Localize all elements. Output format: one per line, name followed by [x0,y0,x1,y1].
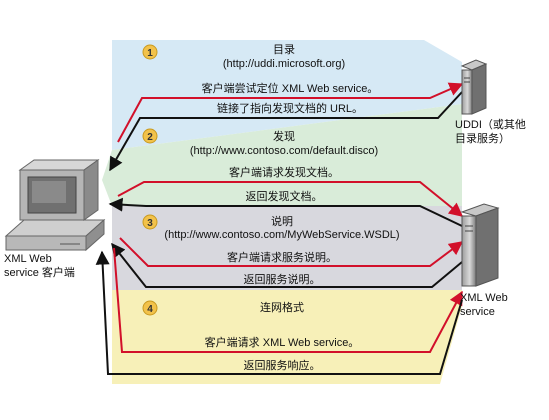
band-description [112,206,462,290]
step-badge-4: 4 [142,300,158,316]
step-badge-1: 1 [142,44,158,60]
band-discovery [102,104,462,206]
response-arrow-3 [111,242,463,288]
step-3-response: 返回服务说明。 [244,272,321,286]
step-1-url: (http://uddi.microsoft.org) [223,58,345,70]
step-3-url: (http://www.contoso.com/MyWebService.WSD… [164,229,399,241]
step-3-title: 说明 [271,214,293,228]
request-arrow-3 [119,237,464,267]
step-2-title: 发现 [273,129,295,143]
uddi-label-line2: 目录服务） [455,132,510,145]
step-badge-3: 3 [142,214,158,230]
uddi-server-icon [460,59,488,115]
uddi-label-line1: UDDI（或其他 [455,118,526,131]
step-1-request: 客户端尝试定位 XML Web service。 [202,81,379,95]
step-1-response: 链接了指向发现文档的 URL。 [217,101,363,115]
server-label-line2: service [460,306,495,318]
response-arrow-4 [95,250,463,375]
step-1-title: 目录 [273,43,295,56]
svg-text:3: 3 [147,218,153,229]
band-wire-format [112,290,462,384]
request-arrow-2 [117,181,464,217]
server-label-line1: XML Web [460,292,508,304]
svg-text:1: 1 [147,48,153,59]
client-computer-icon [4,159,106,252]
step-4-request: 客户端请求 XML Web service。 [205,335,360,349]
step-3-request: 客户端请求服务说明。 [227,250,337,264]
client-label-line2: service 客户端 [4,265,75,279]
step-2-url: (http://www.contoso.com/default.disco) [190,145,378,157]
client-label-line1: XML Web [4,253,52,265]
step-4-title: 连网格式 [260,300,304,314]
request-arrow-1 [117,82,464,143]
response-arrow-1 [109,91,463,172]
svg-text:2: 2 [147,132,153,143]
svg-text:4: 4 [147,304,153,315]
step-badge-2: 2 [142,128,158,144]
response-arrow-2 [108,197,463,227]
web-service-server-icon [460,203,500,287]
band-directory [112,40,462,150]
step-2-response: 返回发现文档。 [246,189,323,203]
step-2-request: 客户端请求发现文档。 [229,165,339,179]
step-4-response: 返回服务响应。 [244,358,321,372]
request-arrow-4 [113,247,463,353]
